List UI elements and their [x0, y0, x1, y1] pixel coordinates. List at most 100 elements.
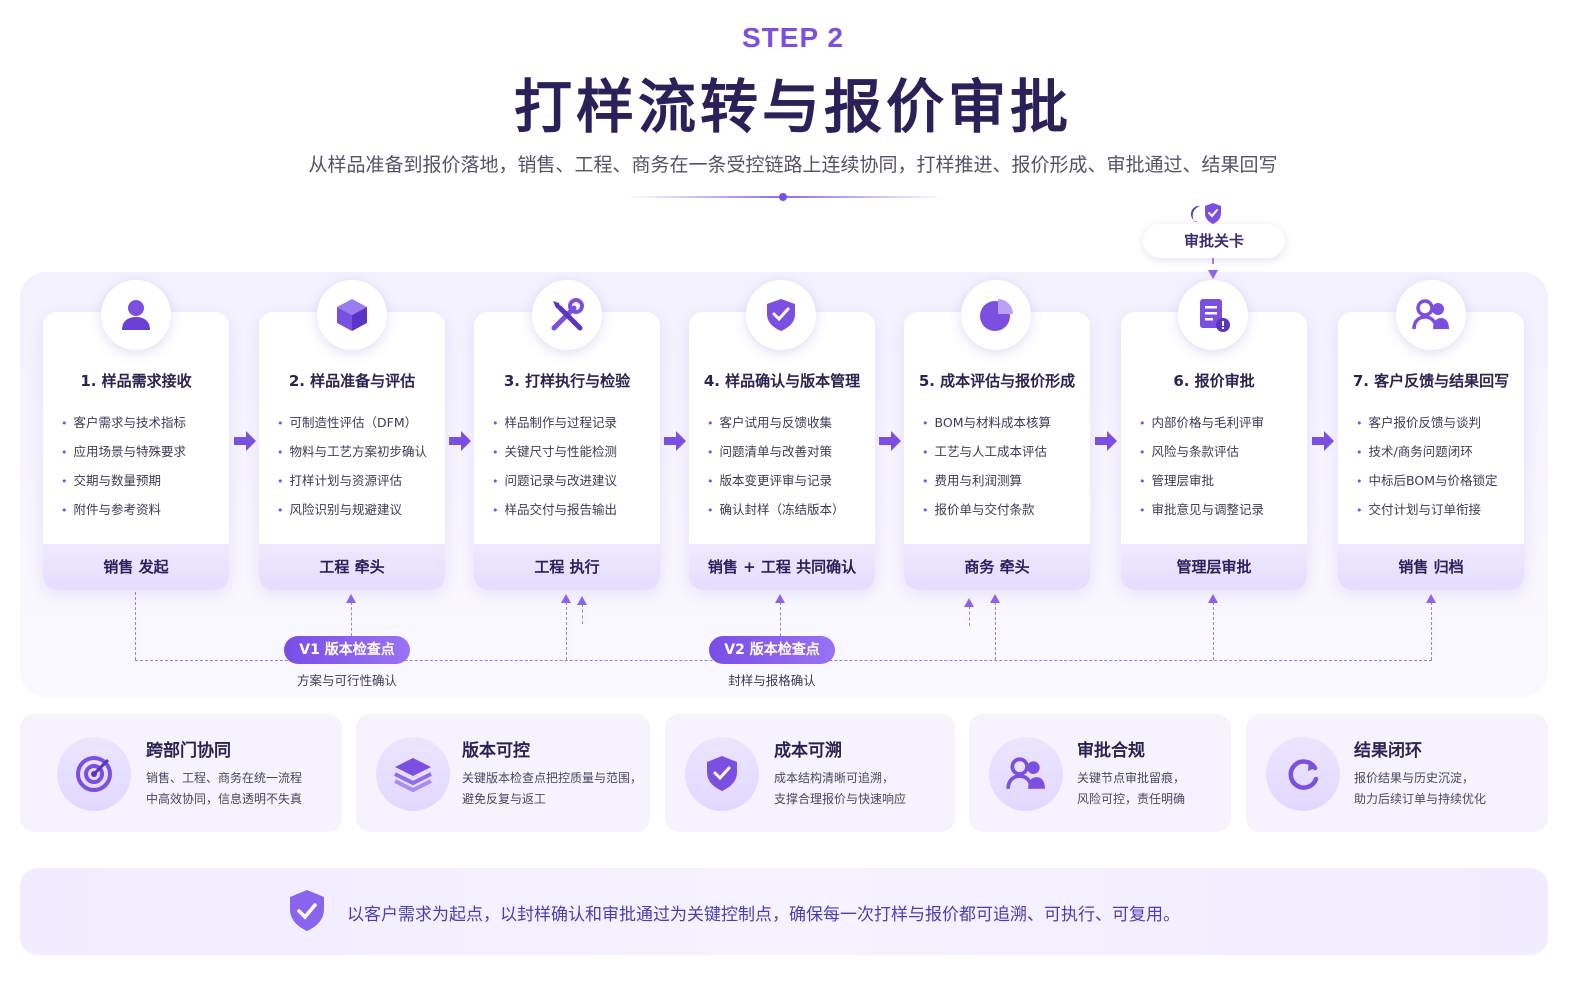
pie-chart-icon: [980, 299, 1013, 331]
flow-arrow: [449, 431, 471, 451]
step-item: 样品制作与过程记录: [492, 408, 618, 437]
feature-icon-badge: [989, 737, 1063, 811]
step-icon-badge: [317, 280, 387, 350]
step-item: 物料与工艺方案初步确认: [277, 437, 428, 466]
step-title: 2. 样品准备与评估: [288, 372, 416, 390]
connector: [351, 602, 352, 636]
page-title: 打样流转与报价审批: [513, 73, 1072, 141]
users-icon: [1412, 299, 1449, 330]
feature-icon-badge: [376, 737, 450, 811]
feature-title: 跨部门协同: [146, 741, 231, 761]
step-item: 工艺与人工成本评估: [922, 437, 1051, 466]
feature-card-closed-loop: 结果闭环 报价结果与历史沉淀，助力后续订单与持续优化: [1246, 714, 1548, 832]
approval-gate-connector: [1212, 258, 1214, 276]
step-item: 问题记录与改进建议: [492, 466, 618, 495]
feature-icon-badge: [57, 737, 131, 811]
shield-check-icon: [1190, 203, 1221, 224]
step-title: 4. 样品确认与版本管理: [703, 372, 861, 390]
step-card-3: 3. 打样执行与检验 样品制作与过程记录 关键尺寸与性能检测 问题记录与改进建议…: [474, 312, 660, 590]
step-item: 中标后BOM与价格锁定: [1356, 466, 1498, 495]
checkpoint-v1-pill: V1 版本检查点: [284, 636, 410, 664]
feature-card-approval-compliance: 审批合规 关键节点审批留痕，风险可控，责任明确: [969, 714, 1231, 832]
step-icon-badge: [532, 280, 602, 350]
step-item: 确认封样（冻结版本）: [707, 495, 845, 524]
step-owner: 销售 归档: [1338, 544, 1524, 590]
step-item: 客户试用与反馈收集: [707, 408, 845, 437]
shield-check-icon: [290, 890, 324, 931]
step-item: 样品交付与报告输出: [492, 495, 618, 524]
checkpoint-v1-caption: 方案与可行性确认: [296, 673, 397, 688]
page-subtitle: 从样品准备到报价落地，销售、工程、商务在一条受控链路上连续协同，打样推进、报价形…: [308, 154, 1278, 176]
connector: [582, 604, 583, 624]
step-item: 费用与利润测算: [922, 466, 1051, 495]
feature-card-version-control: 版本可控 关键版本检查点把控质量与范围，避免反复与返工: [356, 714, 650, 832]
connector-arrow: [577, 596, 587, 605]
connector-arrow: [775, 594, 785, 603]
cube-icon: [337, 299, 367, 331]
connector-arrow: [990, 594, 1000, 603]
step-title: 1. 样品需求接收: [80, 372, 192, 390]
users-icon: [1006, 757, 1045, 789]
step-item: BOM与材料成本核算: [922, 408, 1051, 437]
feature-description: 报价结果与历史沉淀，助力后续订单与持续优化: [1354, 771, 1487, 806]
step-owner: 商务 牵头: [904, 544, 1090, 590]
step-owner: 销售 发起: [43, 544, 229, 590]
connector-arrow: [1208, 594, 1218, 603]
feature-card-collaboration: 跨部门协同 销售、工程、商务在统一流程中高效协同，信息透明不失真: [20, 714, 342, 832]
connector-arrow: [1426, 594, 1436, 603]
step-item: 交期与数量预期: [61, 466, 186, 495]
feature-description: 销售、工程、商务在统一流程中高效协同，信息透明不失真: [146, 771, 303, 806]
step-item: 交付计划与订单衔接: [1356, 495, 1497, 524]
connector: [566, 602, 567, 660]
step-item: 报价单与交付条款: [922, 495, 1051, 524]
step-item: 版本变更评审与记录: [707, 466, 845, 495]
step-title: 3. 打样执行与检验: [503, 372, 631, 390]
footer-text: 以客户需求为起点，以封样确认和审批通过为关键控制点，确保每一次打样与报价都可追溯…: [347, 905, 1180, 925]
step-item: 客户需求与技术指标: [61, 408, 187, 437]
step-icon-badge: [961, 280, 1031, 350]
feature-description: 成本结构清晰可追溯，支撑合理报价与快速响应: [774, 771, 907, 806]
step-item: 打样计划与资源评估: [277, 466, 427, 495]
feature-icon-badge: [685, 737, 759, 811]
connector: [995, 602, 996, 660]
connector: [135, 592, 136, 660]
feature-card-cost-traceability: 成本可溯 成本结构清晰可追溯，支撑合理报价与快速响应: [665, 714, 955, 832]
step-item: 风险识别与规避建议: [277, 495, 427, 524]
step-owner: 工程 牵头: [259, 544, 445, 590]
target-icon: [76, 756, 112, 792]
step-icon-badge: [746, 280, 816, 350]
step-item: 管理层审批: [1139, 466, 1264, 495]
step-card-6: 6. 报价审批 内部价格与毛利评审 风险与条款评估 管理层审批 审批意见与调整记…: [1121, 312, 1307, 590]
flow-arrow: [1095, 431, 1117, 451]
step-card-1: 1. 样品需求接收 客户需求与技术指标 应用场景与特殊要求 交期与数量预期 附件…: [43, 312, 229, 590]
feature-title: 版本可控: [462, 741, 530, 761]
step-icon-badge: [1178, 280, 1248, 350]
connector: [1213, 602, 1214, 660]
title-divider-dot: [779, 193, 787, 201]
layers-icon: [394, 758, 432, 793]
feature-title: 审批合规: [1077, 741, 1145, 761]
feature-description: 关键版本检查点把控质量与范围，避免反复与返工: [462, 771, 643, 806]
step-owner: 销售 + 工程 共同确认: [689, 544, 875, 590]
step-label: STEP 2: [742, 22, 844, 53]
feature-description: 关键节点审批留痕，风险可控，责任明确: [1077, 771, 1186, 806]
footer-banner: [20, 868, 1548, 955]
user-icon: [122, 300, 150, 330]
shield-check-icon: [707, 756, 737, 791]
step-item: 内部价格与毛利评审: [1139, 408, 1265, 437]
step-owner: 工程 执行: [474, 544, 660, 590]
step-item: 附件与参考资料: [61, 495, 186, 524]
refresh-icon: [1288, 759, 1319, 790]
tools-icon: [551, 298, 584, 331]
flow-arrow: [234, 431, 256, 451]
connector: [780, 602, 781, 636]
step-item: 技术/商务问题闭环: [1356, 437, 1497, 466]
document-alert-icon: [1200, 299, 1230, 332]
shield-check-icon: [767, 299, 795, 331]
step-title: 7. 客户反馈与结果回写: [1352, 372, 1510, 390]
step-title: 6. 报价审批: [1173, 372, 1255, 390]
step-owner: 管理层审批: [1121, 544, 1307, 590]
step-item: 问题清单与改善对策: [707, 437, 845, 466]
checkpoint-v2-caption: 封样与报格确认: [728, 673, 816, 688]
step-icon-badge: [101, 280, 171, 350]
